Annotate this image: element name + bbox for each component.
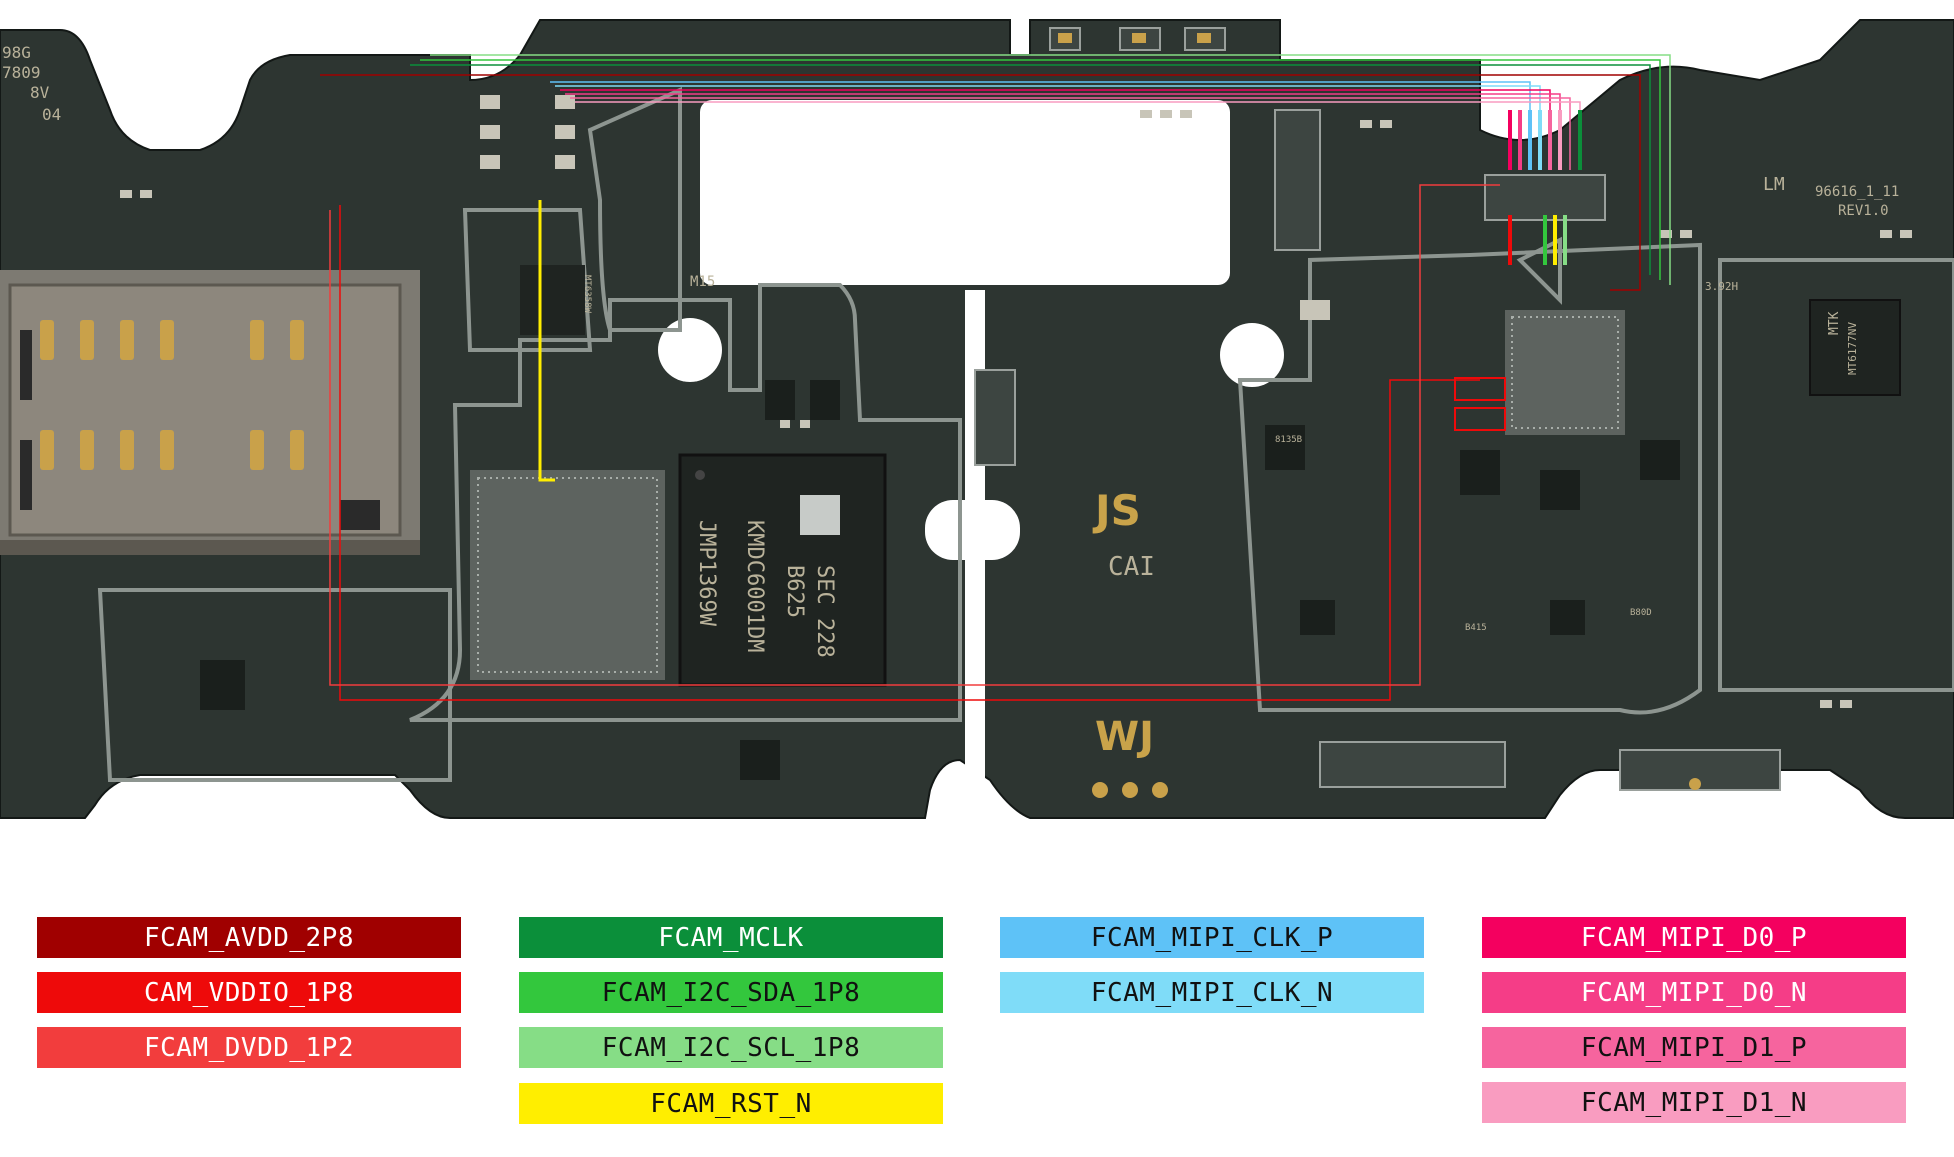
dark-ics — [200, 380, 1680, 780]
mem-marking-4: JMP1369W — [694, 520, 719, 627]
legend-fcam-rst-n: FCAM_RST_N — [519, 1083, 943, 1124]
legend-fcam-mclk: FCAM_MCLK — [519, 917, 943, 958]
legend-fcam-i2c-sda: FCAM_I2C_SDA_1P8 — [519, 972, 943, 1013]
mem-marking-1: SEC 228 — [812, 565, 837, 658]
silk-pmic: 8135B — [1275, 435, 1302, 445]
silk-top-left-3: 8V — [30, 83, 50, 102]
silk-wj: WJ — [1095, 714, 1154, 760]
silk-lm: LM — [1763, 174, 1785, 195]
legend-fcam-mipi-d0-n: FCAM_MIPI_D0_N — [1482, 972, 1906, 1013]
connector-pin-marks — [1508, 110, 1582, 265]
sim-tray — [0, 270, 420, 555]
connectors — [974, 27, 1781, 791]
soc-bga — [470, 470, 665, 680]
legend-fcam-dvdd-1p2: FCAM_DVDD_1P2 — [37, 1027, 461, 1068]
mem-marking-2: B625 — [782, 565, 807, 618]
silk-cam-label: 3.92H — [1705, 280, 1738, 293]
mid-ic-marking: MT6358W — [582, 275, 592, 314]
legend-fcam-mipi-clk-p: FCAM_MIPI_CLK_P — [1000, 917, 1424, 958]
trace-i2c-sda — [420, 59, 1661, 280]
silk-top-left-2: 7809 — [2, 63, 41, 82]
mtk-marking: MTK — [1827, 311, 1842, 335]
memory-chip: SEC 228 B625 KMDC6001DM JMP1369W — [678, 453, 887, 687]
connector-pins — [1058, 33, 1211, 43]
pcb-board-diagram: SEC 228 B625 KMDC6001DM JMP1369W MTK MT6… — [0, 19, 1954, 819]
silk-board-id: 96616_1_11 — [1815, 184, 1899, 200]
mid-ic: MT6358W — [520, 265, 592, 335]
silk-pmic2: B415 — [1465, 623, 1487, 633]
legend-fcam-i2c-scl: FCAM_I2C_SCL_1P8 — [519, 1027, 943, 1068]
silk-cai: CAI — [1108, 552, 1155, 582]
legend-fcam-mipi-d1-p: FCAM_MIPI_D1_P — [1482, 1027, 1906, 1068]
silk-m15: M15 — [690, 274, 715, 290]
silk-top-left-4: 04 — [42, 105, 61, 124]
legend-fcam-mipi-d1-n: FCAM_MIPI_D1_N — [1482, 1082, 1906, 1123]
cpu-bga — [1505, 310, 1625, 435]
legend-fcam-mipi-d0-p: FCAM_MIPI_D0_P — [1482, 917, 1906, 958]
mem-marking-3: KMDC6001DM — [742, 520, 767, 652]
silk-pmic3: B80D — [1630, 608, 1652, 618]
silk-top-left-1: 98G — [2, 43, 31, 62]
trace-mipi-d1-p — [570, 97, 1571, 170]
trace-dvdd-1p2 — [329, 184, 1500, 686]
mtk-chip: MTK MT6177NV — [1809, 299, 1901, 396]
trace-mclk — [410, 64, 1651, 275]
silk-rev: REV1.0 — [1838, 203, 1889, 219]
trace-i2c-scl — [430, 54, 1671, 285]
trace-avdd-2p8 — [320, 74, 1641, 291]
highlight-boxes — [1454, 377, 1506, 431]
legend-cam-vddio-1p8: CAM_VDDIO_1P8 — [37, 972, 461, 1013]
mtk-code: MT6177NV — [1846, 322, 1859, 375]
legend-fcam-mipi-clk-n: FCAM_MIPI_CLK_N — [1000, 972, 1424, 1013]
silk-js: JS — [1092, 486, 1141, 535]
gold-pads — [1092, 778, 1701, 798]
small-components — [120, 95, 1912, 708]
legend-fcam-avdd-2p8: FCAM_AVDD_2P8 — [37, 917, 461, 958]
